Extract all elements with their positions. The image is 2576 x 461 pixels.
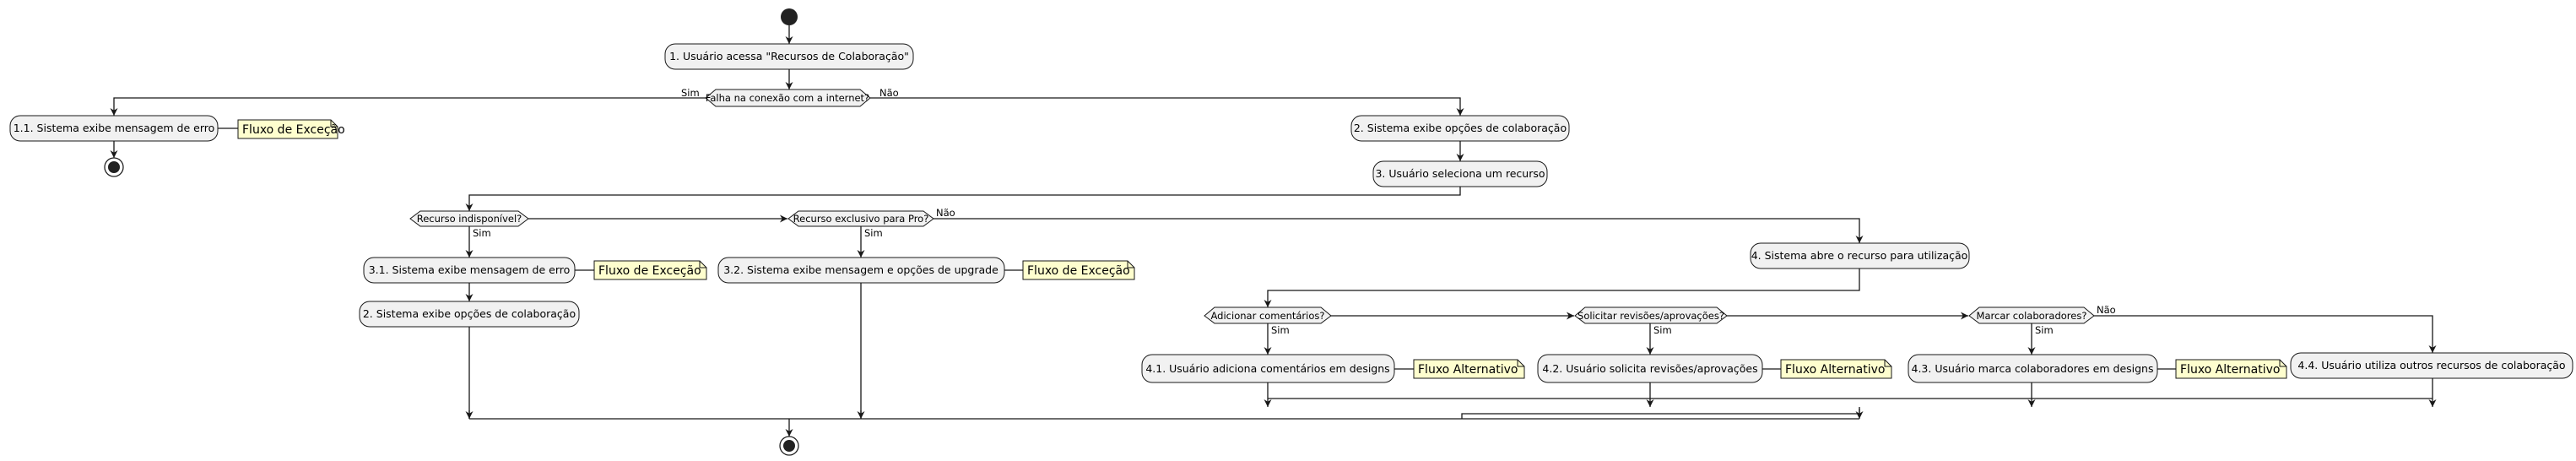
decision-resource-unavailable: Recurso indisponível?	[409, 210, 529, 227]
decision-connection-failure: Falha na conexão com a internet?	[705, 89, 871, 107]
svg-text:Fluxo de Exceção: Fluxo de Exceção	[1027, 264, 1130, 278]
activity-upgrade-message: 3.2. Sistema exibe mensagem e opções de …	[717, 257, 1005, 284]
svg-text:Fluxo Alternativo: Fluxo Alternativo	[1785, 363, 1885, 377]
note-alternative-flow: Fluxo Alternativo	[2175, 359, 2287, 379]
decision-add-comments: Adicionar comentários?	[1204, 306, 1332, 324]
activity-select-resource: 3. Usuário seleciona um recurso	[1372, 160, 1548, 187]
activity-add-comments: 4.1. Usuário adiciona comentários em des…	[1141, 354, 1395, 383]
connectors	[110, 25, 2437, 437]
svg-text:Fluxo Alternativo: Fluxo Alternativo	[1418, 363, 1518, 377]
svg-text:Fluxo Alternativo: Fluxo Alternativo	[2180, 363, 2280, 377]
activity-show-options-again: 2. Sistema exibe opções de colaboração	[359, 301, 580, 328]
decision-request-reviews: Solicitar revisões/aprovações?	[1574, 306, 1728, 324]
svg-text:2. Sistema exibe opções de col: 2. Sistema exibe opções de colaboração	[363, 307, 576, 320]
activity-error-message: 1.1. Sistema exibe mensagem de erro	[9, 115, 219, 142]
svg-text:2. Sistema exibe opções de col: 2. Sistema exibe opções de colaboração	[1354, 122, 1567, 134]
svg-text:Recurso indisponível?: Recurso indisponível?	[417, 213, 522, 225]
end-node-exception	[104, 157, 124, 177]
note-alternative-flow: Fluxo Alternativo	[1413, 359, 1525, 379]
svg-text:Recurso exclusivo para Pro?: Recurso exclusivo para Pro?	[793, 213, 929, 225]
branch-label-yes: Sim	[1653, 324, 1672, 336]
svg-text:Marcar colaboradores?: Marcar colaboradores?	[1977, 310, 2087, 322]
note-exception-flow: Fluxo de Exceção	[237, 119, 345, 139]
branch-label-yes: Sim	[2035, 324, 2054, 336]
activity-access-collaboration: 1. Usuário acessa "Recursos de Colaboraç…	[664, 43, 914, 70]
svg-text:4. Sistema abre o recurso para: 4. Sistema abre o recurso para utilizaçã…	[1751, 249, 1968, 262]
svg-text:3.2. Sistema exibe mensagem e: 3.2. Sistema exibe mensagem e opções de …	[723, 263, 998, 276]
branch-label-no: Não	[936, 207, 955, 219]
svg-text:4.4. Usuário utiliza outros re: 4.4. Usuário utiliza outros recursos de …	[2297, 359, 2565, 372]
decision-pro-exclusive: Recurso exclusivo para Pro?	[787, 210, 934, 227]
svg-text:3. Usuário seleciona um recurs: 3. Usuário seleciona um recurso	[1375, 167, 1545, 180]
svg-text:4.2. Usuário solicita revisões: 4.2. Usuário solicita revisões/aprovaçõe…	[1542, 362, 1757, 375]
note-exception-flow: Fluxo de Exceção	[1022, 260, 1135, 280]
branch-label-no: Não	[879, 87, 899, 99]
activity-request-reviews: 4.2. Usuário solicita revisões/aprovaçõe…	[1537, 354, 1763, 383]
activity-tag-collaborators: 4.3. Usuário marca colaboradores em desi…	[1908, 354, 2158, 383]
branch-label-yes: Sim	[473, 227, 491, 239]
svg-text:3.1. Sistema exibe mensagem de: 3.1. Sistema exibe mensagem de erro	[369, 263, 571, 276]
note-alternative-flow: Fluxo Alternativo	[1780, 359, 1892, 379]
svg-text:4.3. Usuário marca colaborador: 4.3. Usuário marca colaboradores em desi…	[1912, 362, 2154, 375]
branch-label-yes: Sim	[864, 227, 883, 239]
start-node	[781, 8, 798, 25]
svg-text:Falha na conexão com a interne: Falha na conexão com a internet?	[706, 92, 869, 104]
activity-open-resource: 4. Sistema abre o recurso para utilizaçã…	[1750, 242, 1970, 269]
svg-text:Adicionar comentários?: Adicionar comentários?	[1211, 310, 1325, 322]
note-exception-flow: Fluxo de Exceção	[593, 260, 707, 280]
svg-text:1.1. Sistema exibe mensagem de: 1.1. Sistema exibe mensagem de erro	[14, 122, 215, 134]
branch-label-no: Não	[2097, 304, 2116, 316]
activity-unavailable-error: 3.1. Sistema exibe mensagem de erro	[363, 257, 576, 284]
svg-text:Solicitar revisões/aprovações?: Solicitar revisões/aprovações?	[1578, 310, 1724, 322]
svg-text:Fluxo de Exceção: Fluxo de Exceção	[242, 123, 345, 137]
activity-other-resources: 4.4. Usuário utiliza outros recursos de …	[2290, 352, 2573, 379]
svg-text:4.1. Usuário adiciona comentár: 4.1. Usuário adiciona comentários em des…	[1145, 362, 1389, 375]
activity-show-options: 2. Sistema exibe opções de colaboração	[1350, 115, 1570, 142]
svg-text:1. Usuário acessa "Recursos de: 1. Usuário acessa "Recursos de Colaboraç…	[669, 50, 909, 62]
end-node-final	[779, 436, 799, 456]
branch-label-yes: Sim	[681, 87, 700, 99]
svg-text:Fluxo de Exceção: Fluxo de Exceção	[598, 264, 701, 278]
branch-label-yes: Sim	[1271, 324, 1290, 336]
decision-tag-collaborators: Marcar colaboradores?	[1968, 306, 2095, 324]
